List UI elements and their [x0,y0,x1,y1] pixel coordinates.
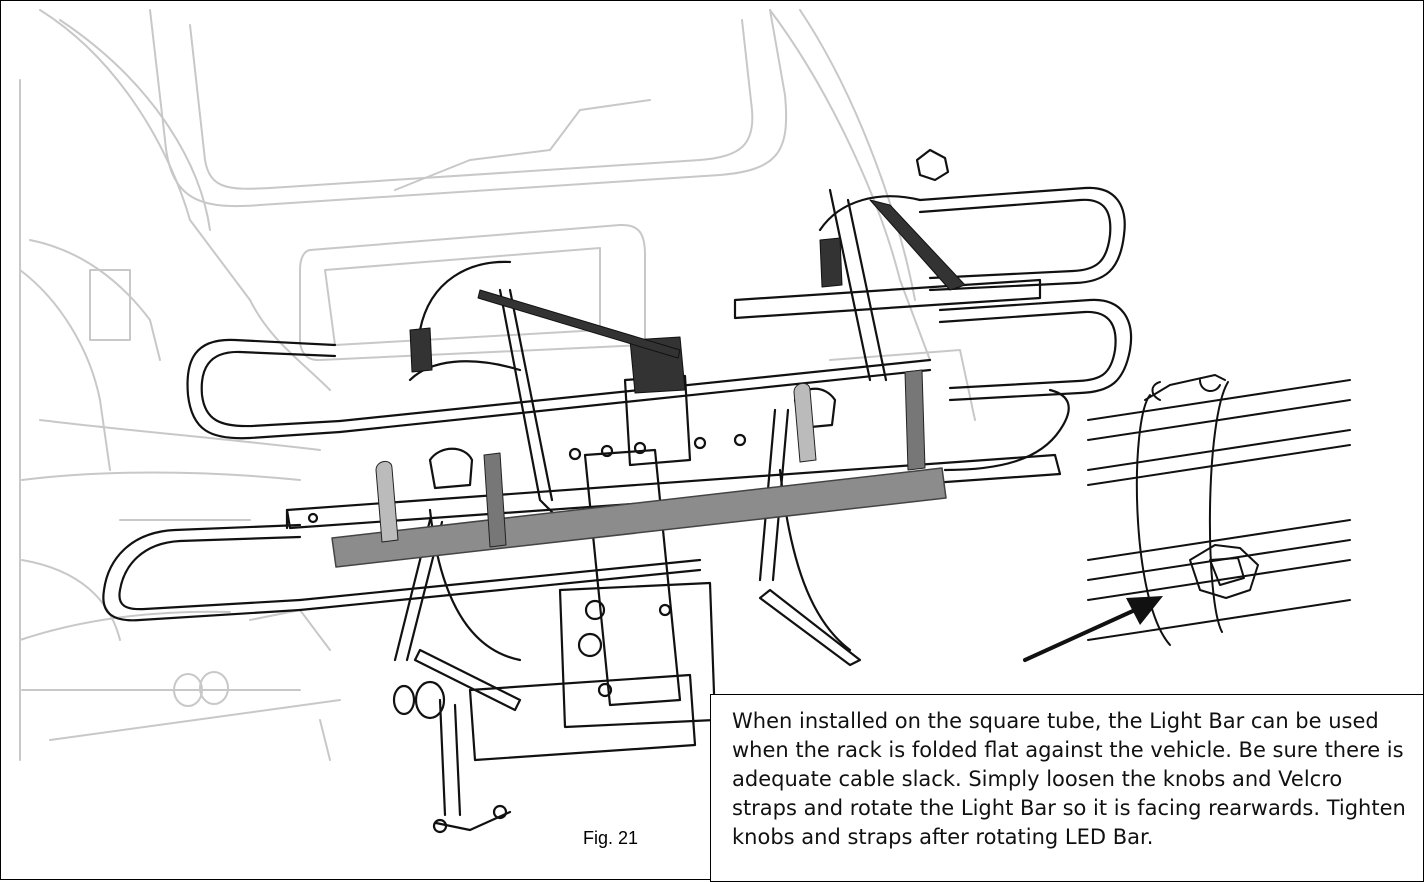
pointer-arrow [1023,596,1163,662]
velcro-straps [409,199,966,394]
instruction-note-box: When installed on the square tube, the L… [710,694,1424,882]
figure-label: Fig. 21 [583,828,639,848]
light-bar [331,369,947,568]
light-bar-clamp-detail [1087,374,1351,646]
instruction-text: When installed on the square tube, the L… [732,709,1406,849]
vehicle-outline [19,9,976,761]
